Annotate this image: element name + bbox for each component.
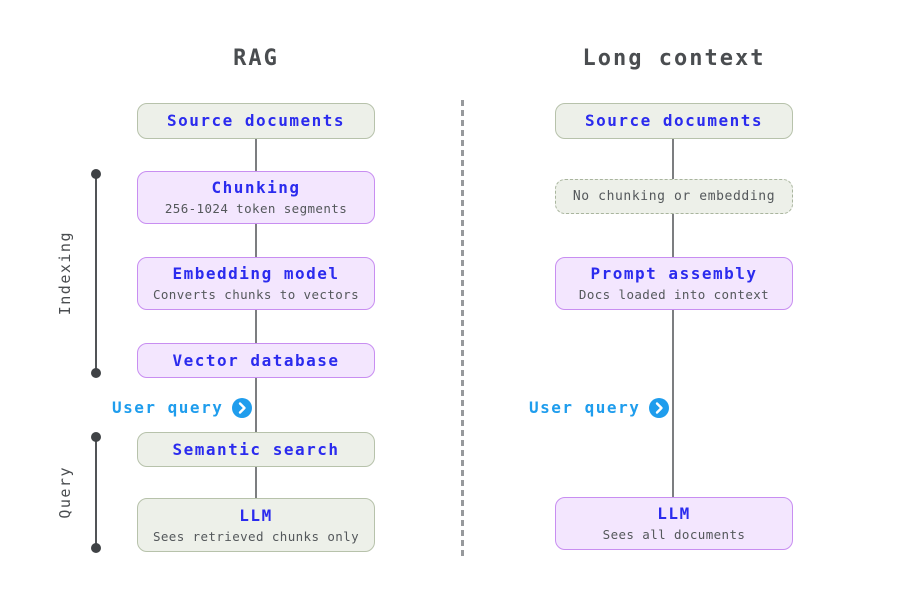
node-title: Source documents [584, 111, 764, 130]
long-context-source-documents-node: Source documents [555, 103, 793, 139]
long-context-flow-connector-line [672, 120, 674, 515]
query-stage-label: Query [56, 466, 74, 519]
node-subtitle: Sees all documents [602, 527, 746, 542]
node-title: Embedding model [172, 264, 340, 283]
rag-source-documents-node: Source documents [137, 103, 375, 139]
node-subtitle: 256-1024 token segments [164, 201, 348, 216]
chevron-right-circle-icon [649, 398, 670, 418]
rag-column-title: RAG [233, 46, 279, 71]
rag-llm-node: LLM Sees retrieved chunks only [137, 498, 375, 552]
chevron-right-circle-icon [232, 398, 253, 418]
rag-flow-connector-line [255, 120, 257, 515]
long-context-column-title: Long context [582, 46, 766, 71]
node-title: LLM [657, 504, 691, 523]
node-title: No chunking or embedding [572, 189, 776, 204]
indexing-stage-label: Indexing [56, 231, 74, 316]
node-subtitle: Docs loaded into context [578, 287, 770, 302]
node-title: Semantic search [172, 439, 340, 459]
rag-user-query-label: User query [112, 397, 253, 419]
rag-vector-database-node: Vector database [137, 343, 375, 378]
node-title: Chunking [211, 178, 301, 197]
bracket-dot [91, 543, 101, 553]
long-context-no-chunking-node: No chunking or embedding [555, 179, 793, 214]
long-context-user-query-label: User query [529, 397, 670, 419]
node-title: LLM [239, 505, 273, 525]
node-subtitle: Converts chunks to vectors [152, 287, 360, 302]
rag-semantic-search-node: Semantic search [137, 432, 375, 467]
node-title: Vector database [172, 350, 340, 370]
indexing-stage-bracket-line [95, 174, 97, 373]
bracket-dot [91, 432, 101, 442]
long-context-llm-node: LLM Sees all documents [555, 497, 793, 550]
bracket-dot [91, 169, 101, 179]
rag-chunking-node: Chunking 256-1024 token segments [137, 171, 375, 224]
node-title: Prompt assembly [590, 264, 758, 283]
node-subtitle: Sees retrieved chunks only [152, 528, 360, 544]
long-context-prompt-assembly-node: Prompt assembly Docs loaded into context [555, 257, 793, 310]
bracket-dot [91, 368, 101, 378]
rag-embedding-model-node: Embedding model Converts chunks to vecto… [137, 257, 375, 310]
query-stage-bracket-line [95, 437, 97, 548]
column-divider-dashed-line [461, 100, 464, 557]
node-title: Source documents [166, 111, 346, 130]
